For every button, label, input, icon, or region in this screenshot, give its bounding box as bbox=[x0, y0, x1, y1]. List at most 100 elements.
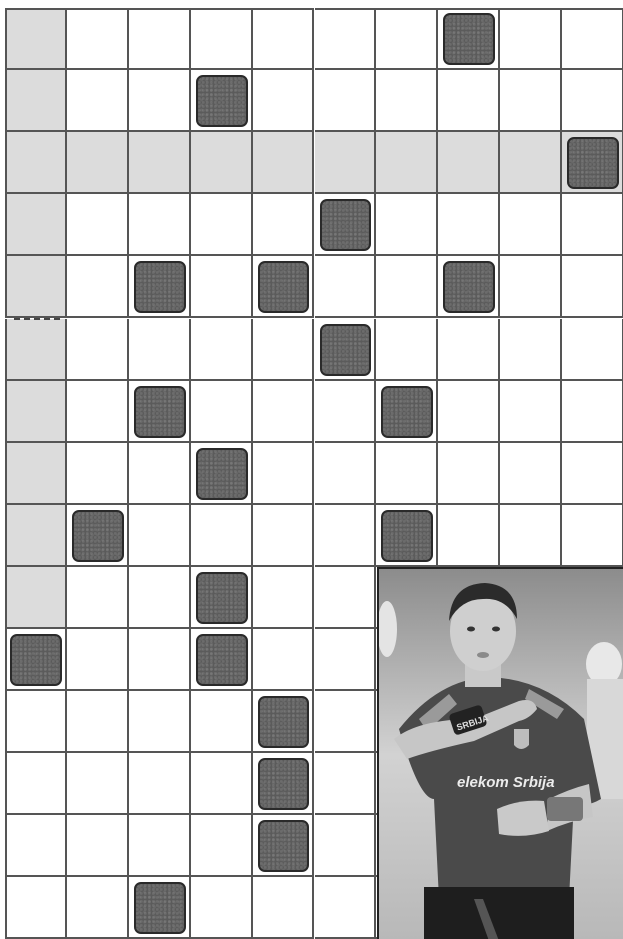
grid-cell[interactable] bbox=[129, 629, 191, 691]
grid-cell[interactable] bbox=[253, 8, 315, 70]
grid-cell[interactable] bbox=[5, 70, 67, 132]
block-tile[interactable] bbox=[196, 448, 248, 500]
grid-cell[interactable] bbox=[376, 443, 438, 505]
grid-cell[interactable] bbox=[67, 8, 129, 70]
grid-cell[interactable] bbox=[315, 8, 377, 70]
grid-cell[interactable] bbox=[5, 443, 67, 505]
grid-cell[interactable] bbox=[315, 567, 377, 629]
grid-cell[interactable] bbox=[191, 753, 253, 815]
grid-cell[interactable] bbox=[5, 815, 67, 877]
grid-cell[interactable] bbox=[5, 753, 67, 815]
block-tile[interactable] bbox=[196, 75, 248, 127]
grid-cell[interactable] bbox=[253, 70, 315, 132]
block-tile[interactable] bbox=[134, 882, 186, 934]
grid-cell[interactable] bbox=[5, 505, 67, 567]
grid-cell[interactable] bbox=[67, 753, 129, 815]
block-tile[interactable] bbox=[381, 510, 433, 562]
block-tile[interactable] bbox=[443, 13, 495, 65]
grid-cell[interactable] bbox=[5, 691, 67, 753]
grid-cell[interactable] bbox=[67, 70, 129, 132]
grid-cell[interactable] bbox=[5, 877, 67, 939]
grid-cell[interactable] bbox=[500, 194, 562, 256]
grid-cell[interactable] bbox=[129, 443, 191, 505]
grid-cell[interactable] bbox=[253, 194, 315, 256]
grid-cell[interactable] bbox=[500, 319, 562, 381]
grid-cell[interactable] bbox=[562, 505, 623, 567]
block-tile[interactable] bbox=[134, 386, 186, 438]
grid-cell[interactable] bbox=[191, 8, 253, 70]
grid-cell[interactable] bbox=[67, 319, 129, 381]
block-tile[interactable] bbox=[10, 634, 62, 686]
grid-cell[interactable] bbox=[376, 70, 438, 132]
grid-cell[interactable] bbox=[253, 567, 315, 629]
grid-cell[interactable] bbox=[376, 8, 438, 70]
grid-cell[interactable] bbox=[315, 256, 377, 318]
grid-cell[interactable] bbox=[191, 877, 253, 939]
grid-cell[interactable] bbox=[500, 381, 562, 443]
block-tile[interactable] bbox=[320, 199, 372, 251]
block-tile[interactable] bbox=[134, 261, 186, 313]
grid-cell[interactable] bbox=[315, 629, 377, 691]
grid-cell[interactable] bbox=[67, 815, 129, 877]
grid-cell[interactable] bbox=[67, 629, 129, 691]
grid-cell[interactable] bbox=[129, 8, 191, 70]
grid-cell[interactable] bbox=[129, 753, 191, 815]
grid-cell[interactable] bbox=[315, 132, 377, 194]
grid-cell[interactable] bbox=[376, 132, 438, 194]
grid-cell[interactable] bbox=[191, 505, 253, 567]
block-tile[interactable] bbox=[196, 572, 248, 624]
grid-cell[interactable] bbox=[562, 70, 623, 132]
grid-cell[interactable] bbox=[500, 70, 562, 132]
grid-cell[interactable] bbox=[500, 256, 562, 318]
grid-cell[interactable] bbox=[438, 381, 500, 443]
grid-cell[interactable] bbox=[253, 443, 315, 505]
grid-cell[interactable] bbox=[191, 132, 253, 194]
block-tile[interactable] bbox=[258, 261, 310, 313]
grid-cell[interactable] bbox=[129, 567, 191, 629]
grid-cell[interactable] bbox=[191, 194, 253, 256]
grid-cell[interactable] bbox=[129, 132, 191, 194]
grid-cell[interactable] bbox=[5, 381, 67, 443]
grid-cell[interactable] bbox=[5, 132, 67, 194]
grid-cell[interactable] bbox=[253, 381, 315, 443]
grid-cell[interactable] bbox=[500, 443, 562, 505]
grid-cell[interactable] bbox=[129, 505, 191, 567]
grid-cell[interactable] bbox=[5, 194, 67, 256]
grid-cell[interactable] bbox=[129, 194, 191, 256]
grid-cell[interactable] bbox=[562, 381, 623, 443]
grid-cell[interactable] bbox=[67, 132, 129, 194]
grid-cell[interactable] bbox=[253, 505, 315, 567]
grid-cell[interactable] bbox=[562, 8, 623, 70]
grid-cell[interactable] bbox=[315, 753, 377, 815]
block-tile[interactable] bbox=[443, 261, 495, 313]
grid-cell[interactable] bbox=[67, 194, 129, 256]
grid-cell[interactable] bbox=[315, 70, 377, 132]
grid-cell[interactable] bbox=[376, 256, 438, 318]
grid-cell[interactable] bbox=[376, 194, 438, 256]
block-tile[interactable] bbox=[381, 386, 433, 438]
grid-cell[interactable] bbox=[191, 691, 253, 753]
grid-cell[interactable] bbox=[315, 443, 377, 505]
grid-cell[interactable] bbox=[253, 319, 315, 381]
grid-cell[interactable] bbox=[438, 319, 500, 381]
grid-cell[interactable] bbox=[67, 567, 129, 629]
grid-cell[interactable] bbox=[562, 319, 623, 381]
grid-cell[interactable] bbox=[438, 505, 500, 567]
grid-cell[interactable] bbox=[562, 194, 623, 256]
grid-cell[interactable] bbox=[315, 505, 377, 567]
grid-cell[interactable] bbox=[67, 691, 129, 753]
grid-cell[interactable] bbox=[376, 319, 438, 381]
grid-cell[interactable] bbox=[315, 815, 377, 877]
grid-cell[interactable] bbox=[500, 505, 562, 567]
block-tile[interactable] bbox=[567, 137, 619, 189]
grid-cell[interactable] bbox=[253, 132, 315, 194]
grid-cell[interactable] bbox=[129, 691, 191, 753]
block-tile[interactable] bbox=[258, 758, 310, 810]
grid-cell[interactable] bbox=[129, 319, 191, 381]
grid-cell[interactable] bbox=[253, 629, 315, 691]
grid-cell[interactable] bbox=[438, 194, 500, 256]
grid-cell[interactable] bbox=[129, 70, 191, 132]
block-tile[interactable] bbox=[258, 696, 310, 748]
grid-cell[interactable] bbox=[500, 8, 562, 70]
grid-cell[interactable] bbox=[67, 877, 129, 939]
